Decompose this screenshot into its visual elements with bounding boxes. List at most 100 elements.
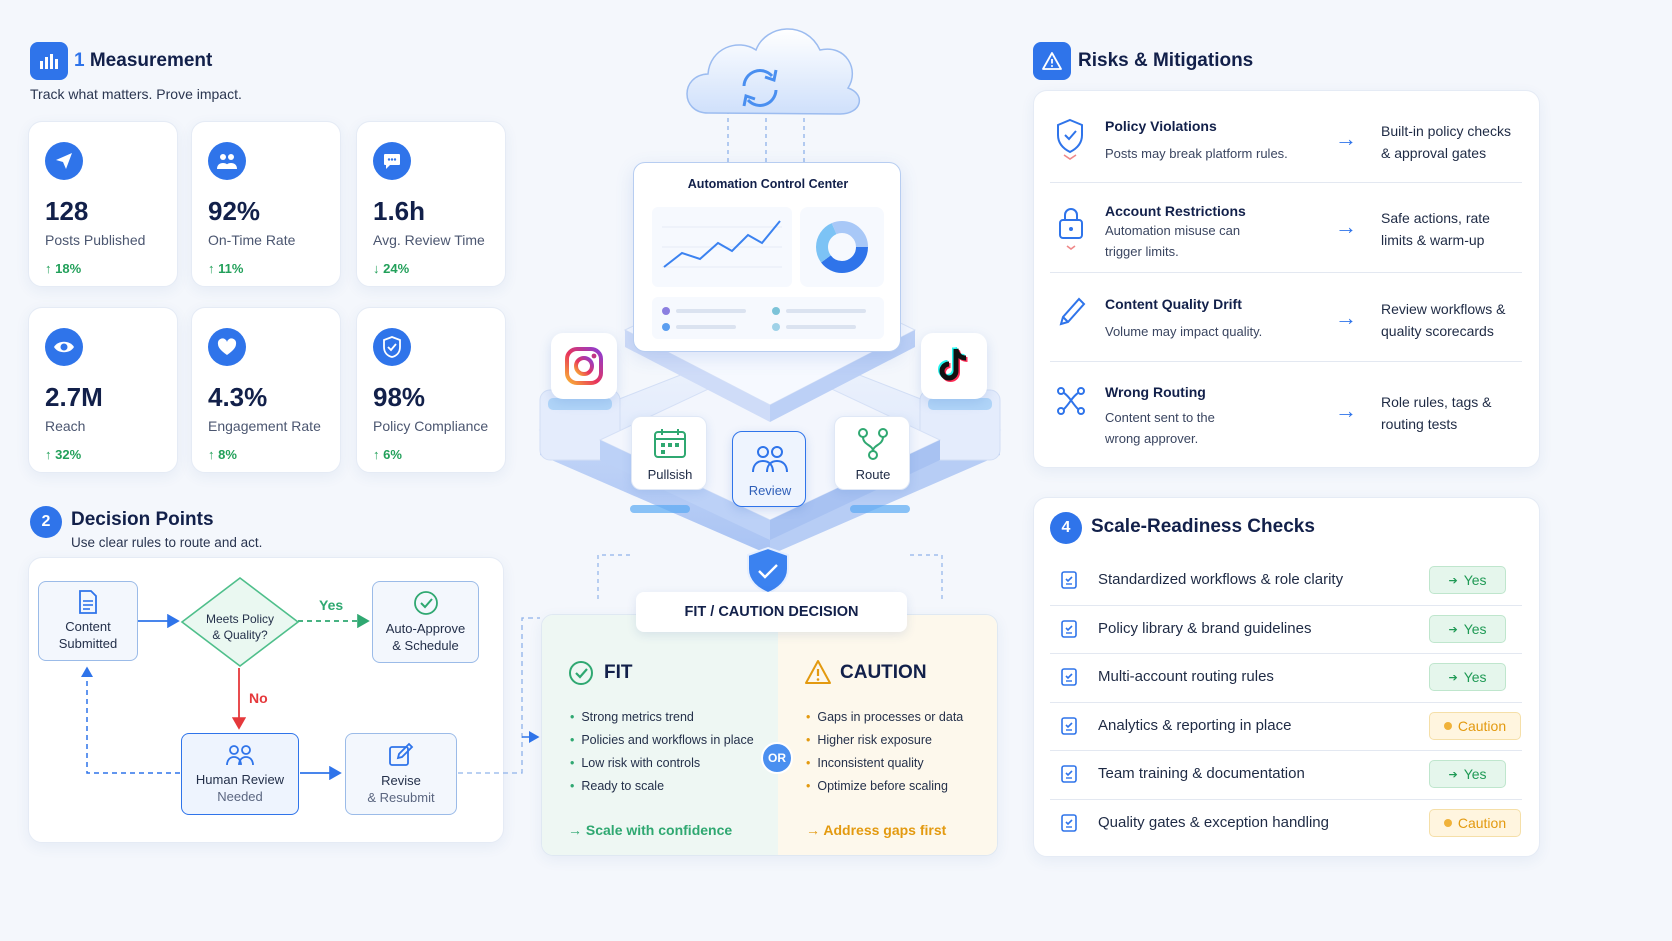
- metric-value: 128: [45, 196, 89, 226]
- metric-label: Posts Published: [45, 232, 146, 248]
- divider: [1050, 182, 1522, 183]
- risks-title: Risks & Mitigations: [1078, 50, 1254, 71]
- list-item: • Ready to scale: [570, 779, 665, 793]
- list-item: • Inconsistent quality: [806, 756, 924, 770]
- list-item: • Policies and workflows in place: [570, 733, 754, 747]
- node-revise-resubmit[interactable]: Revise & Resubmit: [345, 733, 457, 815]
- dot-icon: [1443, 722, 1452, 730]
- metric-value: 92%: [208, 196, 261, 226]
- fit-bullets: • Strong metrics trend • Policies and wo…: [570, 706, 754, 798]
- donut-chart-thumbnail: [800, 207, 884, 287]
- fit-caution-title: FIT / CAUTION DECISION: [636, 592, 907, 632]
- yes-label: Yes: [319, 597, 344, 613]
- metric-value: 98%: [373, 382, 426, 412]
- fit-cta[interactable]: → Scale with confidence: [568, 822, 733, 838]
- arrow-right-icon: →: [1335, 398, 1357, 423]
- instagram-icon: [565, 347, 603, 385]
- fit-title: FIT: [604, 662, 633, 683]
- fit-caution-panel: [541, 614, 998, 856]
- list-item: • Optimize before scaling: [806, 779, 948, 793]
- check-circle-icon: [413, 591, 438, 615]
- users-icon: [208, 142, 246, 180]
- users-icon: [752, 446, 788, 473]
- metric-change: ↑ 11%: [208, 261, 244, 276]
- users-icon: [226, 745, 254, 766]
- section-number-badge: 4: [1050, 512, 1082, 544]
- tiktok-icon: [938, 346, 968, 382]
- status-badge: ➔Yes: [1429, 663, 1506, 691]
- user-route-icon: [1060, 667, 1080, 687]
- paper-plane-icon: [45, 142, 83, 180]
- decision-diamond[interactable]: [180, 576, 300, 668]
- or-badge: OR: [761, 742, 793, 774]
- warning-icon: [1033, 42, 1071, 80]
- tiktok-tile[interactable]: [921, 333, 987, 399]
- arrow-circle-icon: ➔: [1448, 623, 1458, 636]
- metric-value: 1.6h: [373, 196, 426, 226]
- metric-label: On-Time Rate: [208, 232, 296, 248]
- node-human-review[interactable]: Human Review Needed: [181, 733, 299, 815]
- training-icon: [1060, 764, 1080, 784]
- metric-change: ↑ 6%: [373, 447, 402, 462]
- list-item: • Strong metrics trend: [570, 710, 694, 724]
- check-label: Standardized workflows & role clarity: [1098, 571, 1344, 588]
- metric-label: Avg. Review Time: [373, 232, 485, 248]
- module-review[interactable]: Review: [732, 431, 806, 507]
- risks-card: [1033, 90, 1540, 468]
- metric-value: 4.3%: [208, 382, 268, 412]
- node-auto-approve[interactable]: Auto-Approve & Schedule: [372, 581, 479, 663]
- metric-change: ↓ 24%: [373, 261, 410, 276]
- metric-value: 2.7M: [45, 382, 103, 412]
- check-label: Analytics & reporting in place: [1098, 717, 1292, 734]
- analytics-icon: [1060, 716, 1080, 736]
- eye-icon: [45, 328, 83, 366]
- status-badge: ➔Yes: [1429, 566, 1506, 594]
- divider: [1050, 361, 1522, 362]
- automation-control-center[interactable]: Automation Control Center: [633, 162, 901, 352]
- arrow-right-icon: →: [1335, 126, 1357, 151]
- divider: [1050, 799, 1522, 800]
- arrow-circle-icon: ➔: [1448, 574, 1458, 587]
- status-list-thumbnail: [652, 297, 884, 339]
- metric-label: Reach: [45, 418, 86, 434]
- caution-title: CAUTION: [840, 662, 927, 683]
- no-label: No: [249, 690, 268, 706]
- check-circle-icon: [569, 661, 593, 685]
- warning-icon: [805, 660, 831, 684]
- module-route[interactable]: Route: [834, 416, 910, 490]
- shield-check-icon: [1057, 118, 1083, 160]
- metric-card[interactable]: 92% On-Time Rate ↑ 11%: [191, 121, 341, 287]
- pencil-icon: [1059, 297, 1086, 326]
- divider: [1050, 605, 1522, 606]
- node-content-submitted[interactable]: Content Submitted: [38, 581, 138, 661]
- caution-cta[interactable]: → Address gaps first: [806, 822, 947, 838]
- check-label: Team training & documentation: [1098, 765, 1305, 782]
- instagram-tile[interactable]: [551, 333, 617, 399]
- arrow-circle-icon: ➔: [1448, 671, 1458, 684]
- metric-card[interactable]: 4.3% Engagement Rate ↑ 8%: [191, 307, 341, 473]
- metric-change: ↑ 18%: [45, 261, 82, 276]
- module-publish[interactable]: Pullsish: [631, 416, 707, 490]
- check-label: Multi-account routing rules: [1098, 668, 1274, 685]
- metric-label: Engagement Rate: [208, 418, 321, 434]
- arrow-right-icon: →: [1335, 214, 1357, 239]
- arrow-right-icon: →: [1335, 305, 1357, 330]
- list-item: • Low risk with controls: [570, 756, 701, 770]
- routing-icon: [1057, 387, 1085, 415]
- status-badge: Caution: [1429, 809, 1521, 837]
- metric-card[interactable]: 98% Policy Compliance ↑ 6%: [356, 307, 506, 473]
- measurement-title: 1 Measurement: [74, 50, 213, 71]
- bar-chart-icon: [30, 42, 68, 80]
- decision-diamond-label: Meets Policy & Quality?: [205, 612, 275, 642]
- arrow-circle-icon: ➔: [1448, 768, 1458, 781]
- metric-change: ↑ 8%: [208, 447, 237, 462]
- divider: [1050, 750, 1522, 751]
- list-item: • Higher risk exposure: [806, 733, 932, 747]
- measurement-subtitle: Track what matters. Prove impact.: [30, 86, 242, 102]
- line-chart-thumbnail: [652, 207, 792, 287]
- route-icon: [858, 428, 888, 460]
- metric-label: Policy Compliance: [373, 418, 489, 434]
